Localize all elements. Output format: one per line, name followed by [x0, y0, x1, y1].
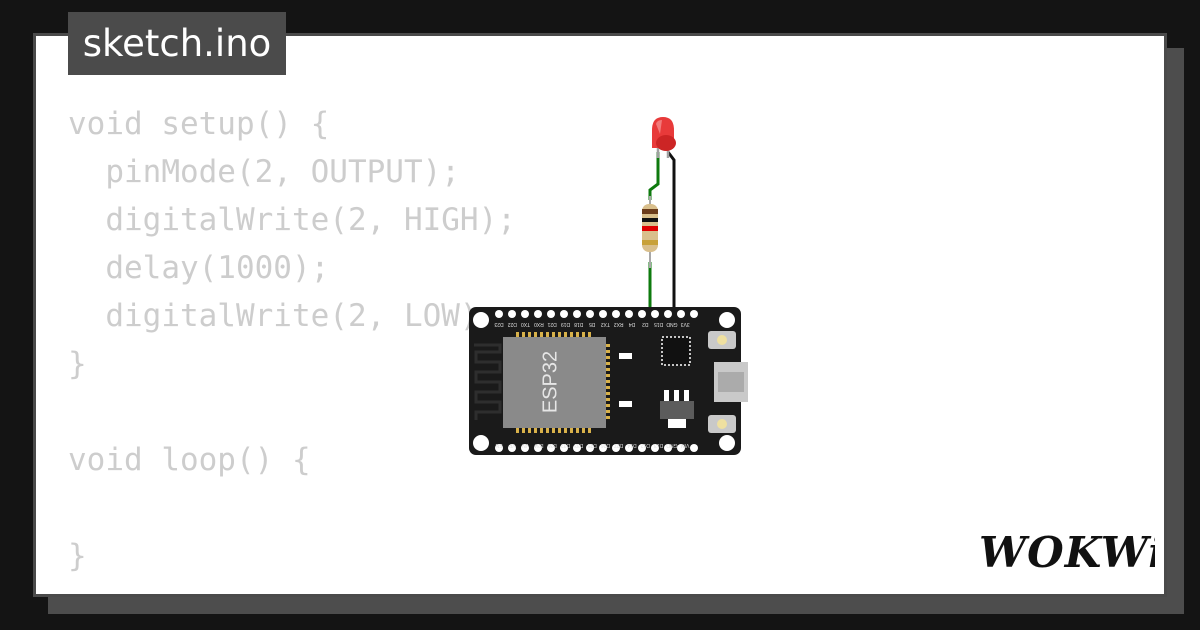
pin-label-gnd: GND [666, 442, 678, 448]
code-line: } [68, 346, 87, 382]
pin-label-d22: D22 [508, 321, 517, 327]
file-tab[interactable]: sketch.ino [68, 12, 286, 75]
resistor-icon [642, 196, 658, 268]
led-icon [652, 117, 676, 158]
wire-led-resistor [648, 152, 660, 200]
pin-label-d34: D34 [534, 442, 543, 448]
pin-label-d27: D27 [614, 442, 623, 448]
code-line: digitalWrite(2, HIGH); [68, 202, 516, 238]
code-line: digitalWrite(2, LOW); [68, 298, 498, 334]
code-block: void setup() { pinMode(2, OUTPUT); digit… [68, 100, 516, 580]
pin-label-tx0: TX0 [521, 321, 530, 327]
pin-label-d26: D26 [601, 442, 610, 448]
pin-label-d15: D15 [654, 321, 663, 327]
pin-label-d2: D2 [642, 321, 649, 327]
pin-label-d18: D18 [574, 321, 583, 327]
code-line: delay(1000); [68, 250, 330, 286]
pin-label-d5: D5 [589, 321, 596, 327]
pin-label-vp: VP [508, 442, 515, 448]
pin-label-gnd: GND [666, 321, 678, 327]
pin-label-en: EN [495, 442, 502, 448]
pin-label-d23: D23 [494, 321, 503, 327]
chip-label: ESP32 [539, 351, 561, 413]
code-line: pinMode(2, OUTPUT); [68, 154, 460, 190]
pin-label-d14: D14 [627, 442, 636, 448]
wokwi-logo-text: WOKWi [979, 528, 1155, 577]
pin-label-tx2: TX2 [601, 321, 610, 327]
pin-label-d25: D25 [587, 442, 596, 448]
code-line: void loop() { [68, 442, 311, 478]
pin-label-d33: D33 [574, 442, 583, 448]
pin-label-d32: D32 [561, 442, 570, 448]
pin-label-vin: VIN [681, 442, 690, 448]
wire-led-gnd [666, 151, 676, 315]
pin-label-d13: D13 [654, 442, 663, 448]
pin-label-d21: D21 [547, 321, 556, 327]
pin-label-d4: D4 [629, 321, 636, 327]
code-line: void setup() { [68, 106, 330, 142]
wokwi-logo: WOKWi [979, 528, 1155, 577]
pin-label-rx0: RX0 [534, 321, 544, 327]
pin-label-d19: D19 [561, 321, 570, 327]
pin-label-3v3: 3V3 [681, 321, 690, 327]
code-line: } [68, 538, 87, 574]
pin-label-rx2: RX2 [614, 321, 624, 327]
pin-label-d12: D12 [641, 442, 650, 448]
pin-label-vn: VN [522, 442, 529, 448]
pin-label-d35: D35 [547, 442, 556, 448]
